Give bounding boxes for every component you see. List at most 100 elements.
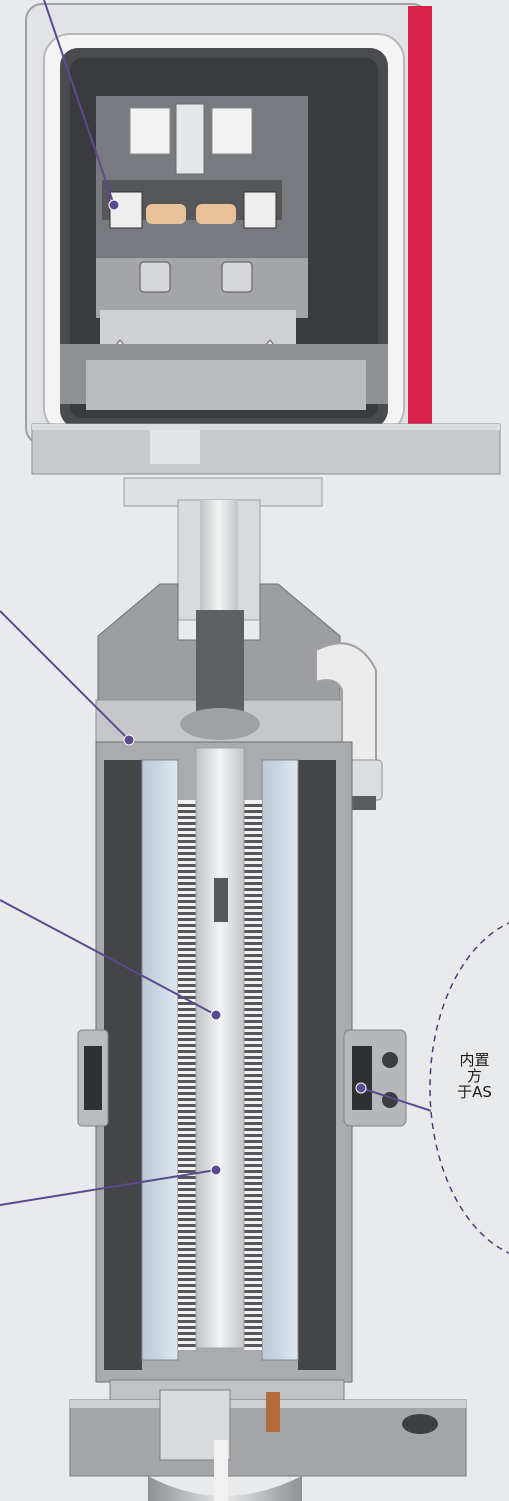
coil-ridge — [244, 1290, 262, 1293]
coil-ridge — [178, 1122, 196, 1125]
coil-ridge — [244, 1122, 262, 1125]
coil-ridge — [244, 1194, 262, 1197]
coil-ridge — [178, 1296, 196, 1299]
coil-ridge — [178, 822, 196, 825]
coil-ridge — [178, 924, 196, 927]
coil-ridge — [244, 828, 262, 831]
coil-ridge — [244, 1338, 262, 1341]
coil-ridge — [244, 1170, 262, 1173]
coil-ridge — [244, 990, 262, 993]
coil-ridge — [178, 894, 196, 897]
coil-ridge — [244, 1056, 262, 1059]
coil-ridge — [244, 1086, 262, 1089]
coil-ridge — [178, 1224, 196, 1227]
coil-ridge — [244, 1254, 262, 1257]
coil-ridge — [244, 924, 262, 927]
coil-ridge — [178, 1002, 196, 1005]
coil-ridge — [244, 858, 262, 861]
coil-ridge — [244, 942, 262, 945]
coil-ridge — [178, 972, 196, 975]
red-side-panel — [408, 6, 432, 444]
coil-ridge — [178, 1038, 196, 1041]
callout-line-2: 方 — [466, 1067, 482, 1085]
coil-ridge — [178, 960, 196, 963]
coil-ridge — [178, 1014, 196, 1017]
coil-ridge — [178, 840, 196, 843]
coil-ridge — [244, 882, 262, 885]
heater-coil-left — [178, 804, 196, 1347]
coil-ridge — [244, 822, 262, 825]
coil-ridge — [178, 906, 196, 909]
coil-ridge — [244, 1050, 262, 1053]
coil-ridge — [178, 948, 196, 951]
coil-ridge — [178, 966, 196, 969]
coil-ridge — [178, 828, 196, 831]
coil-ridge — [244, 1026, 262, 1029]
coil-ridge — [178, 1206, 196, 1209]
coil-ridge — [244, 1044, 262, 1047]
coil-ridge — [178, 810, 196, 813]
detector-assembly — [60, 96, 388, 410]
coil-ridge — [244, 1332, 262, 1335]
coil-ridge — [244, 1068, 262, 1071]
coil-ridge — [178, 1254, 196, 1257]
coil-ridge — [178, 1050, 196, 1053]
coil-ridge — [244, 1230, 262, 1233]
coil-ridge — [178, 1128, 196, 1131]
coil-ridge — [244, 1272, 262, 1275]
coil-ridge — [178, 1092, 196, 1095]
coil-ridge — [244, 1014, 262, 1017]
upper-neck — [123, 477, 323, 621]
coil-ridge — [244, 960, 262, 963]
coil-ridge — [244, 1158, 262, 1161]
callout-line-3: 于AS — [457, 1083, 492, 1100]
coil-ridge — [178, 1236, 196, 1239]
coil-ridge — [244, 1248, 262, 1251]
coil-ridge — [178, 1338, 196, 1341]
coil-ridge — [244, 1080, 262, 1083]
coil-ridge — [244, 1302, 262, 1305]
coil-ridge — [244, 1164, 262, 1167]
coil-ridge — [244, 930, 262, 933]
sample-tube — [195, 747, 245, 1349]
coil-ridge — [178, 1260, 196, 1263]
leader-lines — [0, 0, 445, 1206]
coil-ridge — [244, 846, 262, 849]
coil-ridge — [178, 1086, 196, 1089]
coil-ridge — [178, 1056, 196, 1059]
coil-ridge — [178, 1272, 196, 1275]
coil-ridge — [178, 1230, 196, 1233]
coil-ridge — [178, 1062, 196, 1065]
coil-ridge — [244, 984, 262, 987]
coil-ridge — [178, 930, 196, 933]
coil-ridge — [244, 1128, 262, 1131]
callout-bubble — [429, 922, 509, 1254]
coil-ridge — [244, 1242, 262, 1245]
coil-ridge — [178, 1290, 196, 1293]
coil-ridge — [178, 996, 196, 999]
coil-ridge — [178, 1266, 196, 1269]
coil-ridge — [244, 1032, 262, 1035]
coil-ridge — [244, 1236, 262, 1239]
coil-ridge — [178, 870, 196, 873]
coil-ridge — [244, 1008, 262, 1011]
coil-ridge — [244, 912, 262, 915]
coil-ridge — [244, 966, 262, 969]
coil-ridge — [244, 1314, 262, 1317]
coil-ridge — [178, 816, 196, 819]
coil-ridge — [178, 864, 196, 867]
coil-ridge — [178, 846, 196, 849]
coil-ridge — [244, 834, 262, 837]
coil-ridge — [178, 1020, 196, 1023]
coil-ridge — [178, 1008, 196, 1011]
coil-ridge — [178, 1074, 196, 1077]
coil-ridge — [178, 954, 196, 957]
coil-ridge — [178, 990, 196, 993]
coil-ridge — [178, 1164, 196, 1167]
coil-ridge — [178, 936, 196, 939]
coil-ridge — [178, 1068, 196, 1071]
coil-ridge — [244, 936, 262, 939]
coil-ridge — [178, 1182, 196, 1185]
coil-ridge — [244, 1134, 262, 1137]
coil-ridge — [178, 852, 196, 855]
